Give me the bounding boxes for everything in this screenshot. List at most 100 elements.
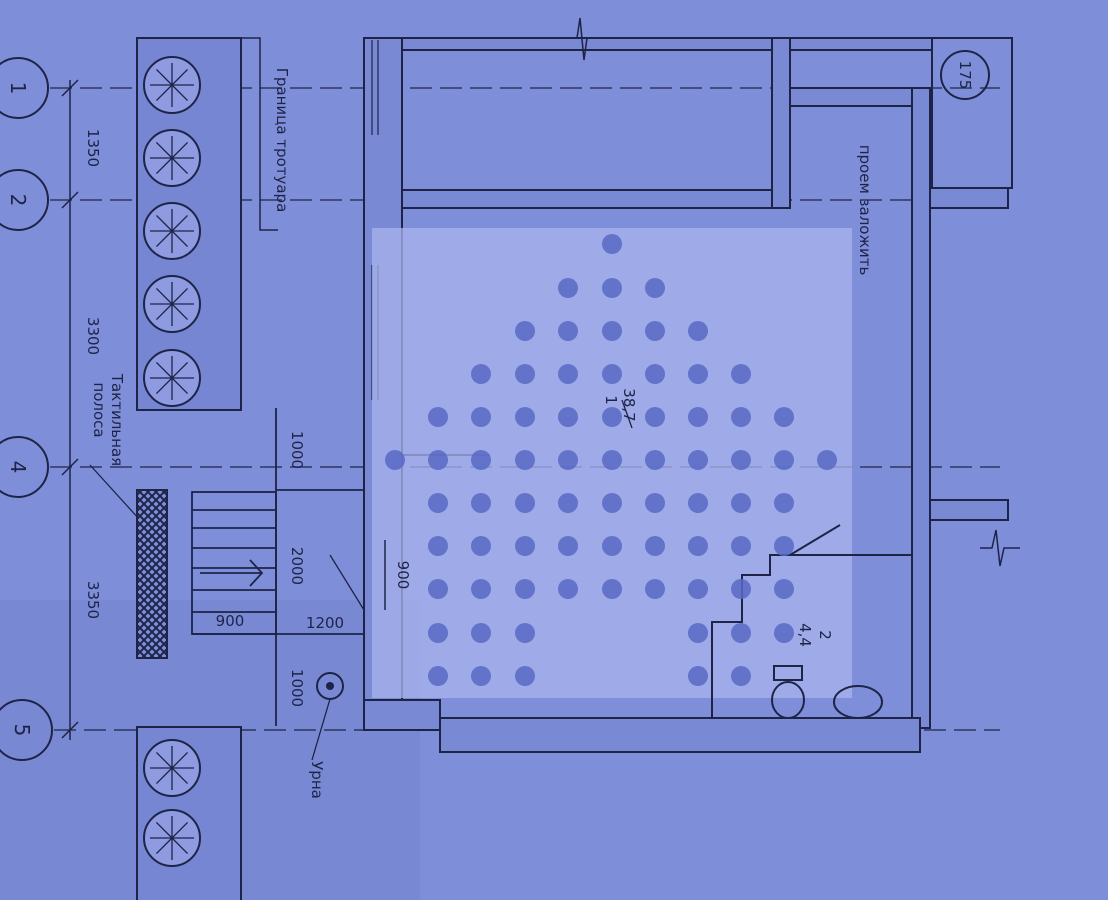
sidewalk-border-leader [241, 37, 278, 231]
building-number: 175 [956, 61, 974, 90]
overlay-dot [602, 493, 622, 513]
overlay-dot [602, 450, 622, 470]
overlay-dot [471, 450, 491, 470]
overlay-dot [645, 407, 665, 427]
overlay-dot [731, 623, 751, 643]
overlay-dot [428, 407, 448, 427]
overlay-dot [602, 579, 622, 599]
overlay-dot [688, 321, 708, 341]
dim-step-2000: 2000 [288, 547, 306, 585]
tree-icon [143, 275, 201, 333]
overlay-dot [558, 278, 578, 298]
overlay-dot [515, 493, 535, 513]
overlay-dot [515, 450, 535, 470]
dim-step-1000-a: 1000 [288, 431, 306, 469]
overlay-dot [645, 493, 665, 513]
sink-icon [833, 685, 883, 719]
overlay-dot [774, 536, 794, 556]
toilet-tank [773, 665, 803, 681]
tree-icon [143, 809, 201, 867]
overlay-dot [558, 364, 578, 384]
dim-ramp-1200: 1200 [306, 614, 344, 632]
overlay-dot [471, 623, 491, 643]
tree-icon [143, 739, 201, 797]
tick-1 [61, 79, 79, 97]
overlay-dot [558, 407, 578, 427]
overlay-dot [558, 493, 578, 513]
toilet-icon [771, 681, 805, 719]
overlay-dot [731, 493, 751, 513]
urn-label: Урна [308, 761, 326, 799]
tactile-leader [89, 464, 141, 521]
axis-label-2: 2 [6, 194, 30, 207]
overlay-dot [688, 579, 708, 599]
axis-label-1: 1 [6, 82, 30, 95]
overlay-dot [688, 493, 708, 513]
overlay-dot [688, 364, 708, 384]
dimension-chain [61, 79, 79, 740]
wall-top [401, 37, 933, 51]
wall-upper-shaft [789, 87, 921, 107]
tactile-strip-label-b: полоса [90, 382, 108, 437]
overlay-dot [688, 536, 708, 556]
dim-door-900: 900 [394, 561, 412, 590]
overlay-dot [471, 364, 491, 384]
overlay-dot [515, 579, 535, 599]
bathroom-partition [711, 554, 912, 718]
overlay-dot [471, 579, 491, 599]
overlay-dot [645, 364, 665, 384]
urn-icon-center [326, 682, 334, 690]
axis-label-5: 5 [10, 724, 34, 737]
overlay-dot [602, 536, 622, 556]
overlay-dot [428, 623, 448, 643]
break-mark-top [570, 17, 600, 61]
sidewalk-border-label: Граница тротуара [273, 68, 291, 213]
overlay-dot [731, 579, 751, 599]
overlay-dot [731, 666, 751, 686]
tree-icon [143, 202, 201, 260]
room-1-number: 1 [602, 395, 620, 405]
door-leader [329, 554, 365, 611]
overlay-dot [428, 536, 448, 556]
overlay-dot [515, 364, 535, 384]
tree-icon [143, 129, 201, 187]
dim-stair-900: 900 [216, 612, 245, 630]
entrance-stairs [191, 408, 370, 726]
overlay-dot [602, 364, 622, 384]
overlay-dot [731, 407, 751, 427]
axis-circle-1 [0, 57, 49, 119]
tick-5 [61, 721, 79, 739]
overlay-dot [558, 579, 578, 599]
dim-3300: 3300 [84, 317, 102, 355]
overlay-dot [515, 536, 535, 556]
tree-icon [143, 349, 201, 407]
overlay-dot [602, 278, 622, 298]
wall-right [911, 87, 931, 729]
overlay-dot [688, 666, 708, 686]
overlay-dot [731, 536, 751, 556]
axis-circle-2 [0, 169, 49, 231]
dim-step-1000-b: 1000 [288, 669, 306, 707]
overlay-dot [558, 536, 578, 556]
overlay-dot [817, 450, 837, 470]
overlay-dot [645, 278, 665, 298]
overlay-dot [471, 493, 491, 513]
block-opening-label: проем заложить [856, 145, 874, 276]
wall-right-annex-2 [929, 499, 1009, 521]
dot-grid [385, 234, 837, 686]
overlay-dot [645, 450, 665, 470]
overlay-dot [602, 321, 622, 341]
overlay-dot [515, 623, 535, 643]
overlay-dot [558, 321, 578, 341]
room-2-area: 4,4 [796, 623, 814, 647]
overlay-dot [645, 536, 665, 556]
urn-leader [311, 698, 331, 761]
overlay-dot [774, 623, 794, 643]
wall-bottom-left [363, 699, 441, 731]
stair-block-frame [931, 37, 1013, 189]
overlay-dot [385, 450, 405, 470]
overlay-dot [731, 450, 751, 470]
overlay-dot [515, 407, 535, 427]
tick-2 [61, 191, 79, 209]
bathroom-walls [711, 524, 912, 718]
